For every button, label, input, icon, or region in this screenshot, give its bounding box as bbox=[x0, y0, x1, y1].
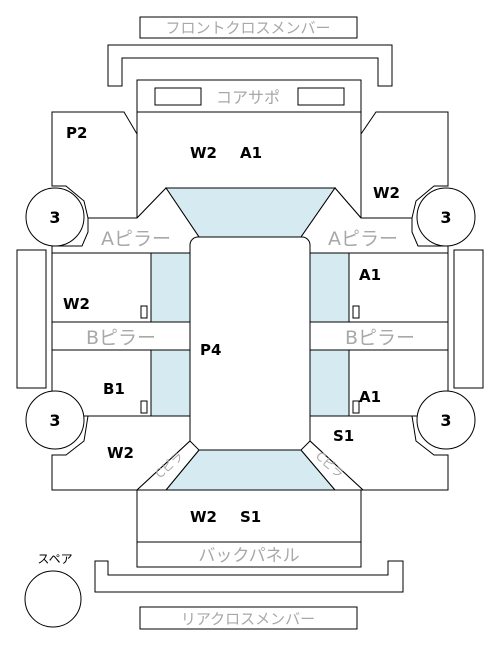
front-right-wheel bbox=[416, 187, 476, 247]
left-b-pillar-label: Bピラー bbox=[86, 327, 156, 349]
right-front-window bbox=[309, 252, 350, 323]
right-b-pillar-label: Bピラー bbox=[345, 327, 415, 349]
left-rear-door-code: B1 bbox=[103, 380, 125, 398]
left-rear-window bbox=[150, 349, 191, 417]
right-front-fender-code: W2 bbox=[373, 184, 400, 202]
right-headlight bbox=[297, 87, 345, 106]
back-panel-box bbox=[136, 541, 362, 568]
left-front-window bbox=[150, 252, 191, 323]
right-rear-door-handle bbox=[352, 400, 360, 414]
front-cross-member-box bbox=[139, 16, 358, 39]
front-bumper-frame bbox=[107, 44, 393, 87]
rear-cross-member-box bbox=[139, 606, 358, 630]
left-rocker-panel bbox=[16, 249, 47, 389]
rear-right-wheel-code: 3 bbox=[440, 411, 451, 430]
left-front-door-code: W2 bbox=[63, 295, 90, 313]
front-left-fender-code: P2 bbox=[66, 124, 87, 142]
hood-code-a1: A1 bbox=[240, 144, 262, 162]
left-headlight bbox=[154, 87, 202, 106]
right-rear-quarter bbox=[309, 415, 449, 491]
rear-cross-member-label: リアクロスメンバー bbox=[181, 610, 315, 628]
left-rear-door-handle bbox=[140, 400, 148, 414]
spare-tire-label: スペア bbox=[37, 552, 72, 566]
left-front-door-handle bbox=[140, 305, 148, 319]
right-rear-door-code: A1 bbox=[359, 388, 381, 406]
left-rear-quarter bbox=[51, 415, 191, 491]
core-support-label: コアサポ bbox=[216, 88, 280, 107]
trunk-code-s1: S1 bbox=[240, 508, 261, 526]
trunk-code-w2: W2 bbox=[190, 508, 217, 526]
front-cross-member-label: フロントクロスメンバー bbox=[165, 19, 330, 37]
right-rear-window bbox=[309, 349, 350, 417]
right-front-door-handle bbox=[352, 305, 360, 319]
right-front-door-code: A1 bbox=[359, 266, 381, 284]
roof-code: P4 bbox=[200, 341, 221, 359]
right-rear-quarter-code: S1 bbox=[333, 427, 354, 445]
front-right-wheel-code: 3 bbox=[440, 208, 451, 227]
rear-left-wheel bbox=[25, 390, 85, 450]
spare-tire bbox=[24, 570, 82, 628]
back-panel-label: バックパネル bbox=[198, 546, 299, 566]
rear-right-wheel bbox=[416, 390, 476, 450]
rear-bumper-frame bbox=[94, 560, 404, 593]
right-rocker-panel bbox=[453, 249, 484, 389]
front-left-wheel bbox=[25, 187, 85, 247]
left-a-pillar-label: Aピラー bbox=[101, 228, 171, 250]
rear-left-wheel-code: 3 bbox=[49, 411, 60, 430]
right-a-pillar-label: Aピラー bbox=[328, 228, 398, 250]
front-left-wheel-code: 3 bbox=[49, 208, 60, 227]
trunk-lid bbox=[136, 489, 362, 543]
hood-code-w2: W2 bbox=[190, 144, 217, 162]
left-rear-quarter-code: W2 bbox=[107, 444, 134, 462]
